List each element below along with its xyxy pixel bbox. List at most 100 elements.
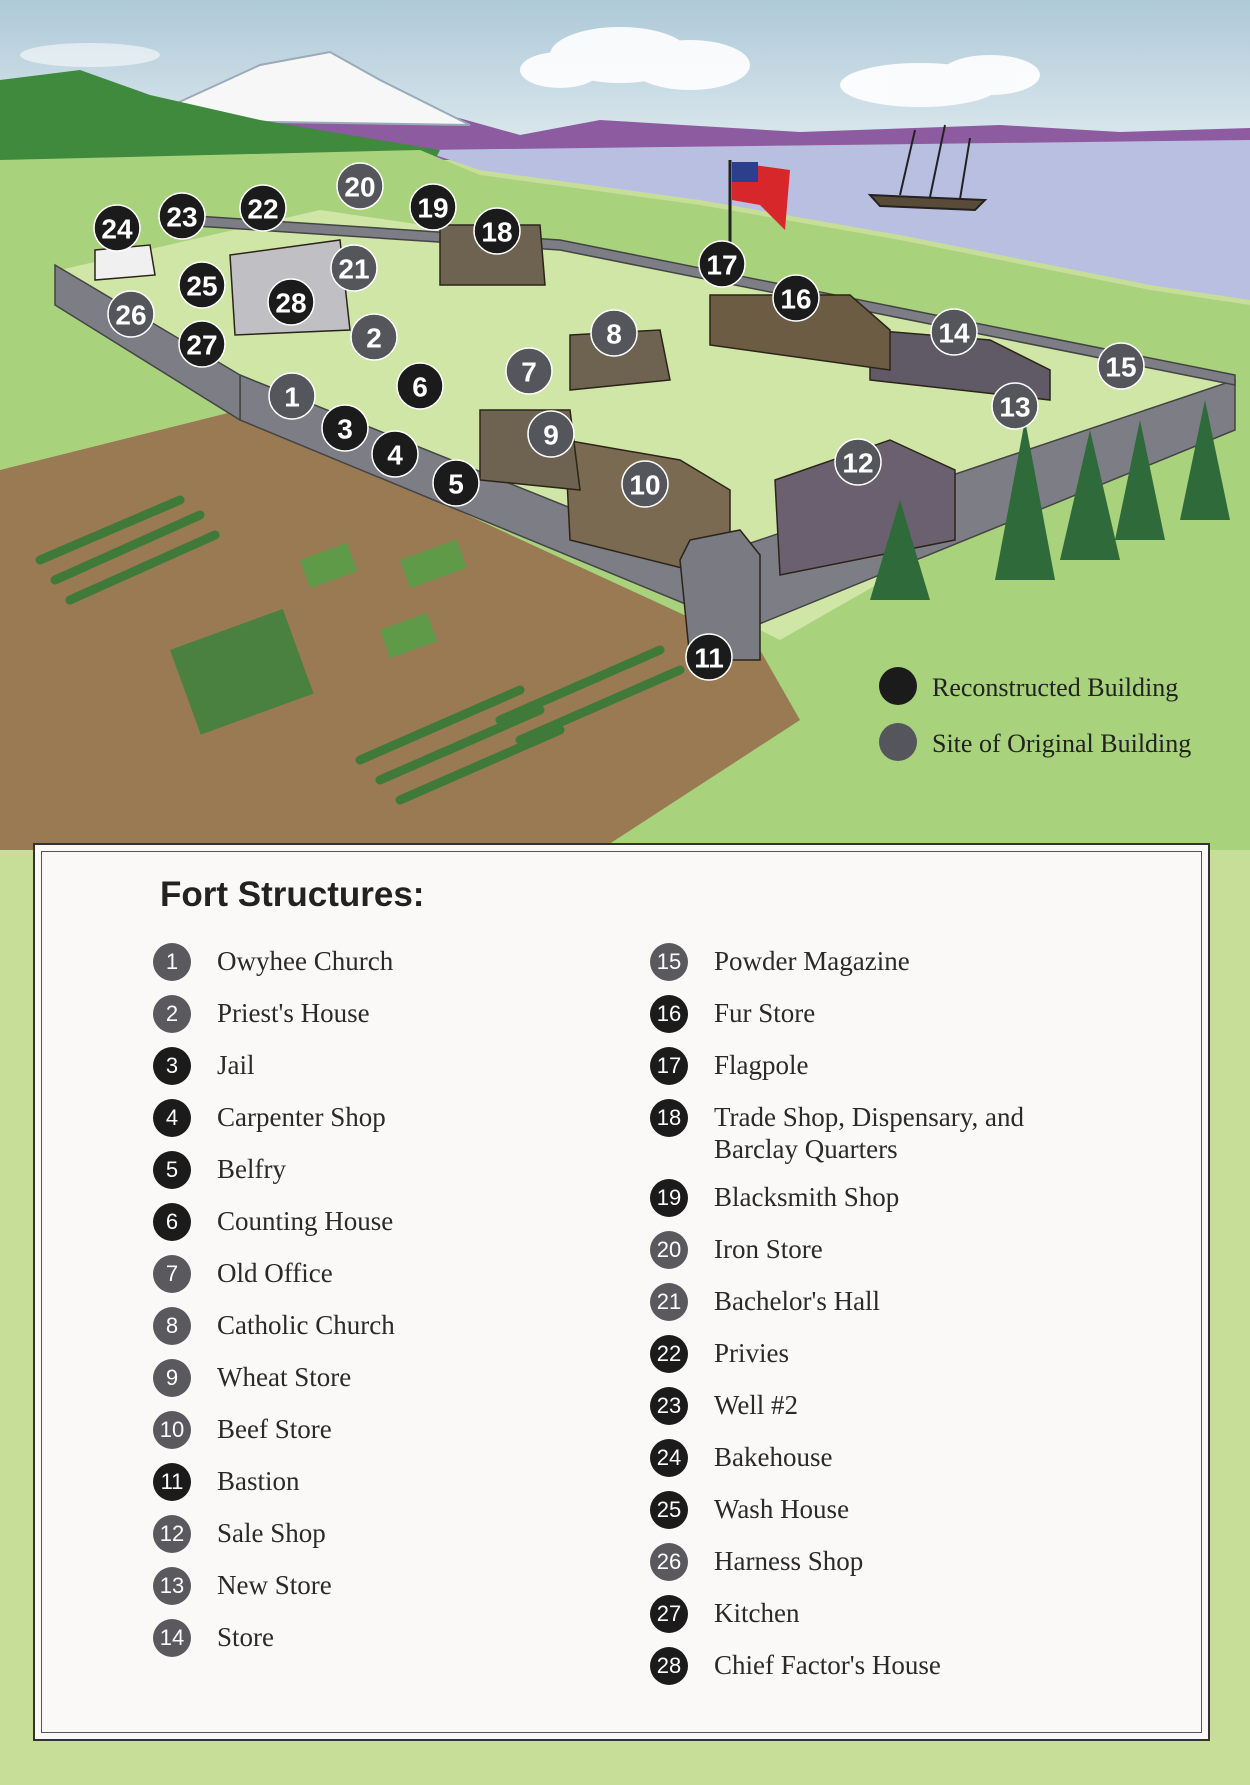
map-marker-number: 23 xyxy=(166,202,197,233)
map-marker-25[interactable]: 25 xyxy=(178,261,226,309)
map-marker-17[interactable]: 17 xyxy=(698,240,746,288)
map-marker-15[interactable]: 15 xyxy=(1097,342,1145,390)
map-marker-21[interactable]: 21 xyxy=(330,244,378,292)
map-marker-number: 4 xyxy=(387,440,403,471)
map-marker-number: 7 xyxy=(521,357,537,388)
structure-number-badge: 3 xyxy=(153,1047,191,1085)
structure-number-badge: 13 xyxy=(153,1567,191,1605)
structure-name: Blacksmith Shop xyxy=(714,1182,900,1212)
map-marker-circle xyxy=(409,183,457,231)
structure-number-badge: 2 xyxy=(153,995,191,1033)
structure-number-badge: 5 xyxy=(153,1151,191,1189)
map-marker-4[interactable]: 4 xyxy=(371,430,419,478)
ship-icon xyxy=(867,124,988,212)
map-marker-3[interactable]: 3 xyxy=(321,404,369,452)
map-marker-6[interactable]: 6 xyxy=(396,362,444,410)
map-marker-2[interactable]: 2 xyxy=(350,313,398,361)
structure-number-badge: 26 xyxy=(650,1543,688,1581)
map-marker-10[interactable]: 10 xyxy=(621,460,669,508)
map-marker-26[interactable]: 26 xyxy=(107,290,155,338)
map-marker-23[interactable]: 23 xyxy=(158,192,206,240)
structure-number-badge: 11 xyxy=(153,1463,191,1501)
map-marker-number: 5 xyxy=(448,469,464,500)
map-marker-number: 17 xyxy=(706,250,737,281)
structure-list-item: 3 Jail xyxy=(153,1047,395,1085)
map-marker-5[interactable]: 5 xyxy=(432,459,480,507)
map-marker-24[interactable]: 24 xyxy=(93,204,141,252)
map-marker-circle xyxy=(473,207,521,255)
map-marker-circle xyxy=(432,459,480,507)
structure-number-badge: 15 xyxy=(650,943,688,981)
map-marker-number: 3 xyxy=(337,414,353,445)
map-legend: Reconstructed Building Site of Original … xyxy=(879,667,1191,761)
map-marker-number: 6 xyxy=(412,372,428,403)
map-marker-27[interactable]: 27 xyxy=(178,320,226,368)
map-marker-22[interactable]: 22 xyxy=(239,184,287,232)
map-marker-number: 25 xyxy=(186,271,217,302)
map-marker-28[interactable]: 28 xyxy=(267,278,315,326)
map-marker-circle xyxy=(178,261,226,309)
structure-name: Powder Magazine xyxy=(714,946,910,976)
structure-name: Bakehouse xyxy=(714,1442,833,1472)
mountain xyxy=(139,50,471,126)
structure-list-item: 7 Old Office xyxy=(153,1255,395,1293)
map-marker-20[interactable]: 20 xyxy=(336,162,384,210)
structure-number-badge: 28 xyxy=(650,1647,688,1685)
structure-name: Bastion xyxy=(217,1466,300,1496)
forest-hills xyxy=(0,70,440,170)
map-marker-16[interactable]: 16 xyxy=(772,274,820,322)
map-marker-number: 9 xyxy=(543,420,559,451)
structure-name: Well #2 xyxy=(714,1390,799,1420)
structure-name: Priest's House xyxy=(217,998,370,1028)
legend-original-dot xyxy=(879,723,917,761)
structure-list-item: 26 Harness Shop xyxy=(650,1543,1074,1581)
map-marker-number: 8 xyxy=(606,319,622,350)
map-marker-8[interactable]: 8 xyxy=(590,309,638,357)
map-marker-circle xyxy=(621,460,669,508)
structure-number-badge: 10 xyxy=(153,1411,191,1449)
structure-number-badge: 19 xyxy=(650,1179,688,1217)
garden-rows xyxy=(35,495,685,805)
structure-number-badge: 22 xyxy=(650,1335,688,1373)
structure-name: Kitchen xyxy=(714,1598,800,1628)
map-marker-18[interactable]: 18 xyxy=(473,207,521,255)
structure-number-badge: 27 xyxy=(650,1595,688,1633)
map-marker-11[interactable]: 11 xyxy=(685,633,733,681)
map-marker-circle xyxy=(772,274,820,322)
map-marker-19[interactable]: 19 xyxy=(409,183,457,231)
structure-number-badge: 1 xyxy=(153,943,191,981)
structure-name: Wheat Store xyxy=(217,1362,352,1392)
trees xyxy=(870,400,1230,600)
structure-name: Old Office xyxy=(217,1258,333,1288)
map-marker-circle xyxy=(158,192,206,240)
map-marker-12[interactable]: 12 xyxy=(834,438,882,486)
structure-name: Jail xyxy=(217,1050,255,1080)
map-marker-number: 26 xyxy=(115,300,146,331)
map-marker-14[interactable]: 14 xyxy=(930,308,978,356)
map-marker-1[interactable]: 1 xyxy=(268,372,316,420)
map-marker-9[interactable]: 9 xyxy=(527,410,575,458)
structure-list-item: 2 Priest's House xyxy=(153,995,395,1033)
structure-name: Beef Store xyxy=(217,1414,332,1444)
structure-name: Harness Shop xyxy=(714,1546,864,1576)
map-marker-13[interactable]: 13 xyxy=(991,382,1039,430)
structure-number-badge: 7 xyxy=(153,1255,191,1293)
map-marker-number: 27 xyxy=(186,330,217,361)
map-marker-7[interactable]: 7 xyxy=(505,347,553,395)
structure-number-badge: 8 xyxy=(153,1307,191,1345)
map-marker-number: 1 xyxy=(284,382,300,413)
structure-number-badge: 21 xyxy=(650,1283,688,1321)
